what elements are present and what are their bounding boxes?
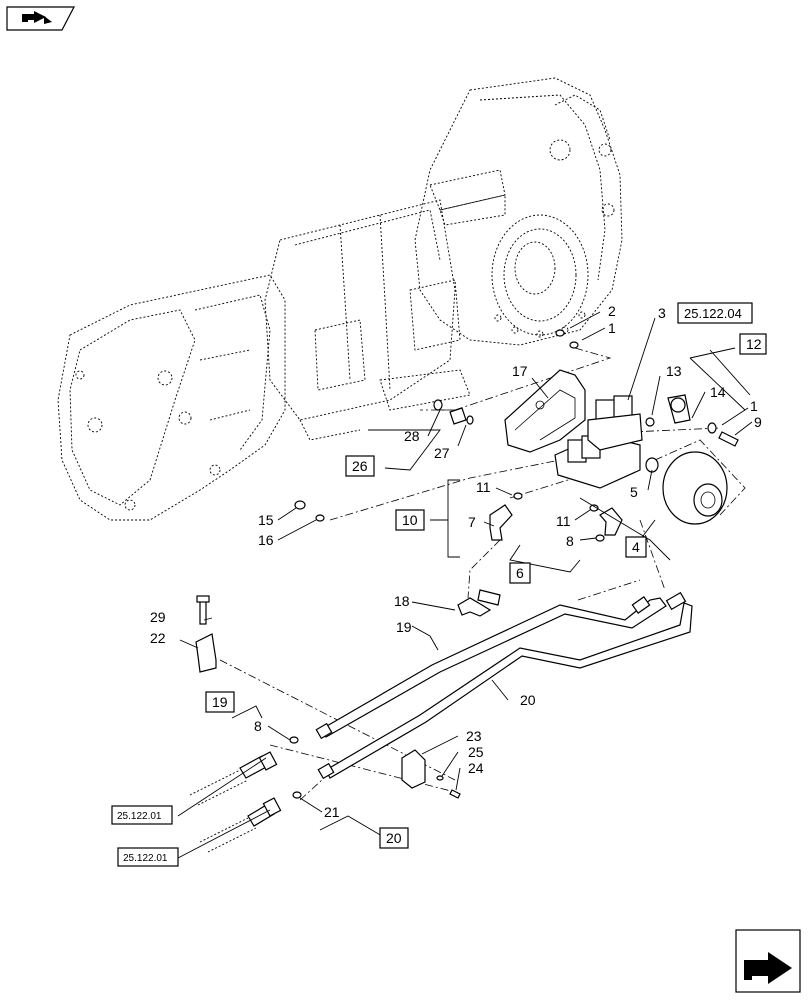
- callout-29[interactable]: 29: [150, 609, 166, 625]
- callout-16[interactable]: 16: [258, 532, 274, 548]
- callout-20[interactable]: 20: [520, 692, 536, 708]
- callout-8-left[interactable]: 8: [254, 718, 262, 734]
- reference-boxes: 25.122.04 25.122.01 25.122.01: [111, 302, 753, 867]
- leader-lines: [177, 311, 753, 859]
- box-4[interactable]: 4: [625, 536, 647, 558]
- box-10[interactable]: 10: [395, 509, 425, 531]
- callout-28[interactable]: 28: [404, 428, 420, 444]
- box-6[interactable]: 6: [509, 562, 531, 584]
- callout-21[interactable]: 21: [324, 804, 340, 820]
- fitting-parts-15-16: [294, 500, 325, 522]
- valve-block-part-3: [554, 395, 643, 489]
- callout-23[interactable]: 23: [466, 728, 482, 744]
- svg-text:19: 19: [212, 694, 228, 710]
- washer-part-1-right: [707, 422, 717, 434]
- callout-1-top[interactable]: 1: [608, 320, 616, 336]
- svg-text:20: 20: [386, 830, 402, 846]
- elbow-part-7: [489, 492, 523, 541]
- svg-text:4: 4: [632, 539, 640, 555]
- callout-1-right[interactable]: 1: [750, 398, 758, 414]
- callout-5[interactable]: 5: [630, 484, 638, 500]
- fitting-part-14: [667, 394, 691, 424]
- ref-25-122-01-upper[interactable]: 25.122.01: [111, 805, 173, 825]
- box-12[interactable]: 12: [739, 333, 767, 355]
- callout-7[interactable]: 7: [468, 514, 476, 530]
- svg-text:12: 12: [746, 336, 762, 352]
- fitting-parts-27-28: [433, 399, 474, 425]
- fitting-part-13: [645, 417, 655, 427]
- svg-text:6: 6: [516, 565, 524, 581]
- hose-lower: [199, 791, 302, 853]
- callout-15[interactable]: 15: [258, 512, 274, 528]
- svg-text:25.122.01: 25.122.01: [117, 811, 162, 822]
- ref-25-122-01-lower[interactable]: 25.122.01: [117, 847, 179, 867]
- svg-text:25.122.01: 25.122.01: [123, 853, 168, 864]
- callout-22[interactable]: 22: [150, 630, 166, 646]
- transmission-housing: [57, 77, 623, 521]
- next-page-icon[interactable]: [735, 929, 801, 993]
- group-boxes: 12 4 6 10 26 19 20: [205, 333, 767, 849]
- svg-text:25.122.04: 25.122.04: [684, 306, 742, 321]
- callout-17[interactable]: 17: [512, 363, 528, 379]
- callout-25[interactable]: 25: [468, 744, 484, 760]
- callout-11-left[interactable]: 11: [476, 479, 491, 495]
- callout-labels: 2 1 3 13 14 1 9 17 28 27 5 11 7 11 8 15 …: [150, 303, 762, 820]
- ref-25-122-04[interactable]: 25.122.04: [677, 302, 753, 324]
- callout-3[interactable]: 3: [658, 305, 666, 321]
- bracket-part-17: [504, 369, 586, 453]
- box-20[interactable]: 20: [379, 827, 409, 849]
- svg-text:26: 26: [352, 458, 368, 474]
- callout-13[interactable]: 13: [666, 363, 682, 379]
- clamp-part-23: [401, 749, 461, 799]
- callout-8-right[interactable]: 8: [566, 533, 574, 549]
- nav-back-icon[interactable]: [6, 6, 75, 31]
- callout-18[interactable]: 18: [394, 593, 410, 609]
- callout-19[interactable]: 19: [396, 619, 412, 635]
- accumulator-part-5: [645, 451, 728, 525]
- svg-text:10: 10: [402, 512, 418, 528]
- elbow-part-8: [589, 504, 623, 542]
- pipe-part-20: [317, 591, 693, 780]
- washer-parts-1-2-top: [555, 329, 579, 349]
- box-19[interactable]: 19: [205, 691, 235, 713]
- assembly-lines: [219, 347, 746, 801]
- callout-2[interactable]: 2: [608, 303, 616, 319]
- callout-9[interactable]: 9: [754, 414, 762, 430]
- callout-11-right[interactable]: 11: [556, 513, 571, 529]
- callout-14[interactable]: 14: [710, 384, 726, 400]
- hose-upper: [189, 736, 299, 806]
- bracket-part-22: [195, 595, 217, 673]
- box-26[interactable]: 26: [345, 455, 375, 477]
- pipe-part-19: [315, 596, 667, 740]
- bolt-part-9: [718, 431, 739, 447]
- tube-part-18: [457, 589, 501, 617]
- callout-24[interactable]: 24: [468, 760, 484, 776]
- callout-27[interactable]: 27: [434, 445, 450, 461]
